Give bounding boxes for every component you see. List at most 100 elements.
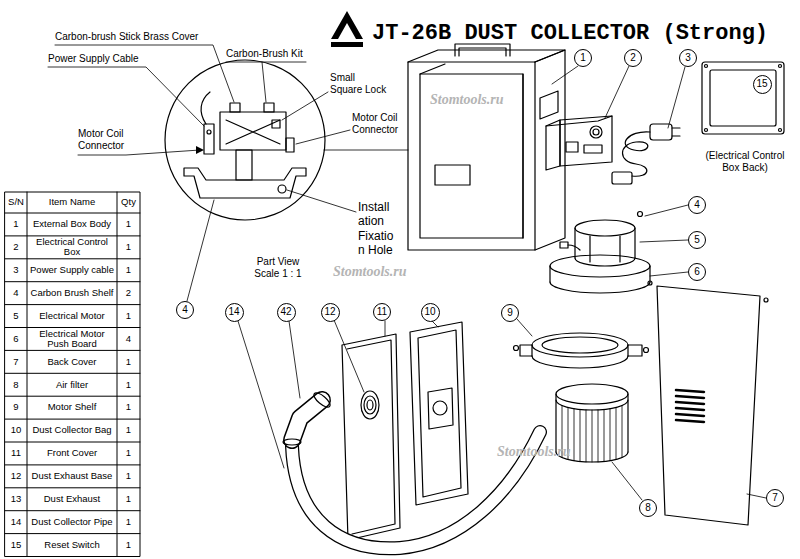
back-cover <box>648 281 652 285</box>
leader-line <box>187 200 214 301</box>
table-cell: 15 <box>5 534 27 557</box>
electrical-motor <box>550 266 650 282</box>
leader-line <box>432 321 438 327</box>
table-cell: Power Supply cable <box>27 259 117 282</box>
part-view-magnifier <box>264 103 274 112</box>
callout-number: 10 <box>424 307 435 317</box>
external-box-body <box>540 91 558 119</box>
external-box-body <box>420 64 523 238</box>
callout-number: 8 <box>645 503 651 513</box>
leader-line <box>650 272 688 276</box>
electrical-motor <box>575 228 635 258</box>
table-cell: 1 <box>117 396 140 419</box>
electrical-control-box <box>546 116 612 170</box>
leader-line <box>612 462 642 500</box>
electrical-control-box <box>566 142 578 152</box>
back-cover <box>648 281 768 525</box>
arrowhead <box>196 146 204 154</box>
table-cell: 1 <box>117 442 140 465</box>
table-cell: 2 <box>5 236 27 259</box>
table-cell: 3 <box>5 259 27 282</box>
part-label: Motor Coil Connector <box>352 112 420 136</box>
table-cell: Carbon Brush Shelf <box>27 282 117 305</box>
dust-exhaust <box>292 400 322 440</box>
dust-exhaust <box>283 391 332 445</box>
part-view-magnifier <box>286 138 294 152</box>
motor-shelf <box>514 346 519 351</box>
callout-circle: 12 <box>321 303 340 322</box>
leader-line <box>48 67 204 126</box>
part-view-magnifier <box>226 120 280 144</box>
electrical-control-box <box>584 145 602 153</box>
back-cover <box>676 390 704 422</box>
table-cell: 1 <box>117 305 140 328</box>
part-view-magnifier <box>201 92 210 124</box>
electrical-control-box <box>546 120 560 170</box>
table-cell: 1 <box>5 213 27 236</box>
table-cell: 4 <box>117 328 140 351</box>
callout-number: 9 <box>507 308 513 318</box>
parts-table-grid <box>5 192 140 557</box>
dust-exhaust <box>312 391 332 410</box>
leader-line <box>517 319 532 336</box>
leader-line <box>287 190 356 212</box>
arrowhead <box>196 146 204 154</box>
leader-line <box>605 66 629 118</box>
table-cell: Dust Collector Bag <box>27 419 117 442</box>
dust-exhaust-base <box>361 391 379 419</box>
table-cell: Electrical Motor <box>27 305 117 328</box>
electrical-control-box <box>590 126 602 138</box>
parts-table-grid <box>5 192 140 557</box>
leader-line <box>385 321 386 336</box>
part-label: Carbon-Brush Kit <box>226 48 303 60</box>
electrical-motor <box>575 258 635 266</box>
front-cover <box>342 334 400 540</box>
callout-circle: 8 <box>639 499 657 517</box>
power-supply-cable <box>623 132 651 176</box>
motor-shelf <box>532 345 628 356</box>
table-cell: Reset Switch <box>27 534 117 557</box>
callout-number: 1 <box>580 53 586 63</box>
motor-shelf <box>542 337 618 353</box>
electrical-motor <box>590 236 620 262</box>
part-view-magnifier <box>204 124 214 154</box>
callout-circle: 4 <box>176 301 194 319</box>
motor-shelf <box>532 333 628 357</box>
motor-shelf <box>520 345 642 356</box>
logo <box>331 42 363 47</box>
table-cell: 1 <box>117 488 140 511</box>
callout-circle: 3 <box>679 49 697 67</box>
dust-exhaust <box>292 400 322 440</box>
part-label: Part View Scale 1 : 1 <box>246 256 310 280</box>
watermark: Stomtools.ru <box>333 264 407 279</box>
table-cell: 1 <box>117 419 140 442</box>
front-cover <box>347 340 395 534</box>
callout-circle: 11 <box>373 303 391 321</box>
external-box-body <box>420 74 523 238</box>
table-cell: 1 <box>117 236 140 259</box>
front-cover <box>342 334 400 540</box>
logo <box>331 11 363 39</box>
callout-circle: 9 <box>501 304 519 322</box>
table-cell: Dust Exhaust <box>27 488 117 511</box>
table-cell: 13 <box>5 488 27 511</box>
table-cell: Back Cover <box>27 350 117 373</box>
electrical-motor <box>550 255 650 277</box>
power-supply-cable <box>650 124 672 140</box>
electrical-control-box <box>546 116 612 126</box>
callout-circle: 10 <box>421 303 440 322</box>
leader-line <box>238 321 284 468</box>
diagram-title: JT-26B DUST COLLECTOR (Strong) <box>372 22 768 46</box>
part-label: Install ation Fixatio n Hole <box>358 200 400 258</box>
part-view-magnifier <box>278 185 286 193</box>
table-cell: Dust Collector Pipe <box>27 511 117 534</box>
parts-table-grid <box>5 213 140 534</box>
dust-collector-bag <box>410 322 468 505</box>
power-supply-cable <box>612 172 632 184</box>
leader-line <box>645 205 688 216</box>
leader-line <box>226 62 306 102</box>
dust-collector-bag <box>418 330 461 497</box>
table-cell: Air filter <box>27 373 117 396</box>
table-cell: Electrical Motor Push Board <box>27 328 117 351</box>
